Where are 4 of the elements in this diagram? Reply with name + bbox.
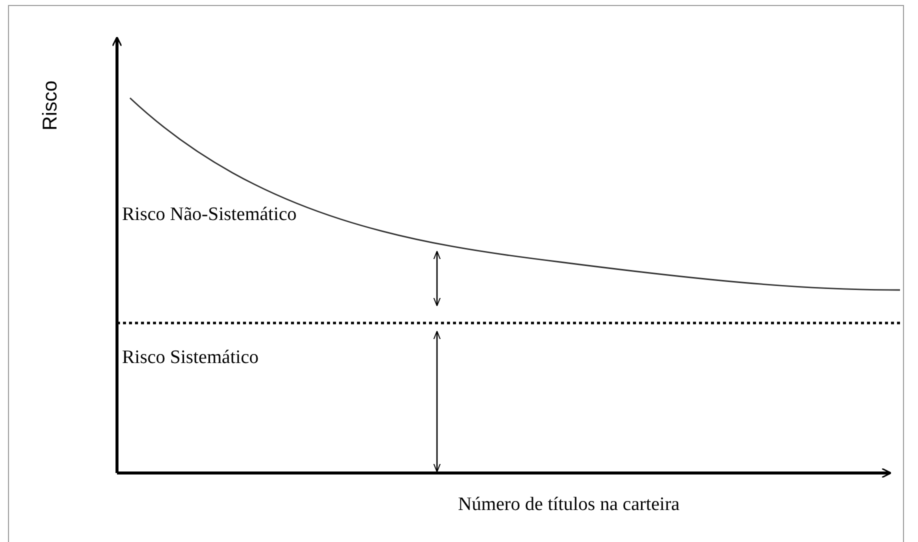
region-label: Risco Não-Sistemático	[122, 203, 297, 227]
region-label: Risco Sistemático	[122, 346, 259, 370]
axis-label: Risco	[38, 80, 62, 130]
axis-label: Número de títulos na carteira	[458, 493, 680, 517]
